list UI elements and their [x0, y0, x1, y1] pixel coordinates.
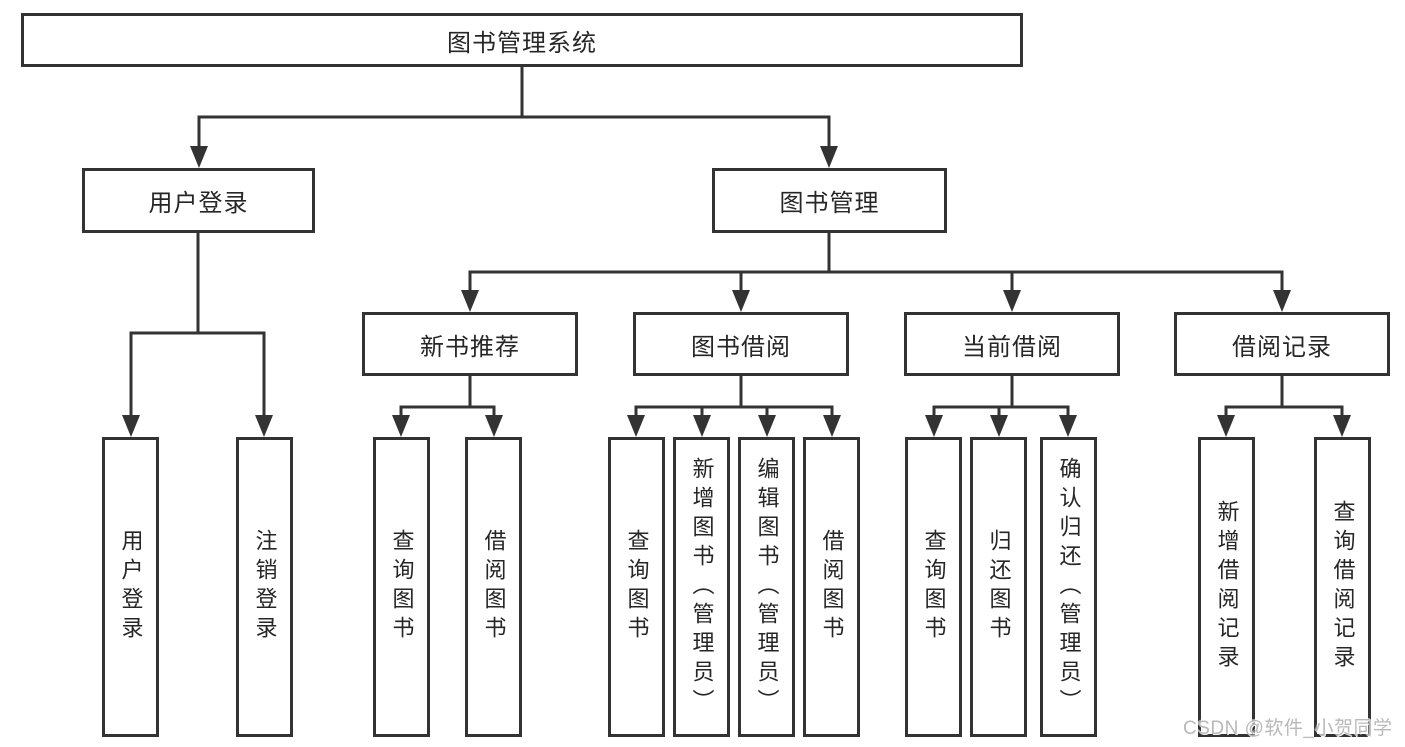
connector-new-book-rec-children — [399, 376, 496, 416]
node-book-management-label: 图书管理 — [779, 190, 880, 217]
node-user-login-label: 用户登录 — [148, 190, 249, 217]
leaf-newrec-query-book: 查询图书 — [373, 437, 430, 737]
node-borrow-records: 借阅记录 — [1174, 312, 1390, 376]
leaf-borrow-edit-book-admin-label: 编辑图书（管理员） — [754, 456, 780, 718]
leaf-user-login: 用户登录 — [102, 437, 159, 737]
connector-user-login-children — [129, 233, 266, 416]
node-book-management: 图书管理 — [712, 168, 947, 233]
node-user-login: 用户登录 — [82, 168, 315, 233]
leaf-current-confirm-return-admin: 确认归还（管理员） — [1040, 437, 1097, 737]
connector-book-borrow-children — [634, 376, 834, 416]
leaf-current-return-book-label: 归还图书 — [986, 529, 1012, 645]
node-book-borrow: 图书借阅 — [633, 312, 849, 376]
leaf-borrow-edit-book-admin: 编辑图书（管理员） — [738, 437, 795, 737]
leaf-logout-login: 注销登录 — [236, 437, 293, 737]
leaf-records-query-record-label: 查询借阅记录 — [1330, 500, 1356, 674]
node-current-borrow-label: 当前借阅 — [962, 333, 1062, 361]
leaf-borrow-add-book-admin-label: 新增图书（管理员） — [689, 456, 715, 718]
leaf-newrec-query-book-label: 查询图书 — [389, 529, 415, 645]
leaf-borrow-borrow-book: 借阅图书 — [803, 437, 860, 737]
connector-borrow-records-children — [1224, 376, 1344, 416]
node-root: 图书管理系统 — [21, 13, 1023, 67]
leaf-user-login-label: 用户登录 — [118, 529, 144, 645]
leaf-borrow-borrow-book-label: 借阅图书 — [819, 529, 845, 645]
node-root-label: 图书管理系统 — [447, 29, 597, 57]
node-new-book-recommend-label: 新书推荐 — [420, 333, 520, 361]
leaf-current-query-book: 查询图书 — [905, 437, 962, 737]
leaf-current-return-book: 归还图书 — [970, 437, 1027, 737]
connector-book-management-children — [468, 233, 1284, 291]
leaf-records-add-record-label: 新增借阅记录 — [1214, 500, 1240, 674]
node-new-book-recommend: 新书推荐 — [362, 312, 578, 376]
connector-current-borrow-children — [932, 376, 1070, 416]
connector-root-to-level1 — [197, 66, 831, 146]
leaf-records-query-record: 查询借阅记录 — [1314, 437, 1371, 737]
csdn-watermark: CSDN @软件_小贺同学 — [1183, 718, 1393, 739]
leaf-current-query-book-label: 查询图书 — [921, 529, 947, 645]
node-borrow-records-label: 借阅记录 — [1232, 333, 1332, 361]
node-book-borrow-label: 图书借阅 — [691, 333, 791, 361]
leaf-borrow-query-book-label: 查询图书 — [624, 529, 650, 645]
leaf-borrow-add-book-admin: 新增图书（管理员） — [673, 437, 730, 737]
leaf-current-confirm-return-admin-label: 确认归还（管理员） — [1056, 456, 1082, 718]
leaf-logout-login-label: 注销登录 — [252, 529, 278, 645]
leaf-newrec-borrow-book: 借阅图书 — [465, 437, 522, 737]
leaf-borrow-query-book: 查询图书 — [608, 437, 665, 737]
leaf-records-add-record: 新增借阅记录 — [1198, 437, 1255, 737]
node-current-borrow: 当前借阅 — [904, 312, 1120, 376]
leaf-newrec-borrow-book-label: 借阅图书 — [481, 529, 507, 645]
